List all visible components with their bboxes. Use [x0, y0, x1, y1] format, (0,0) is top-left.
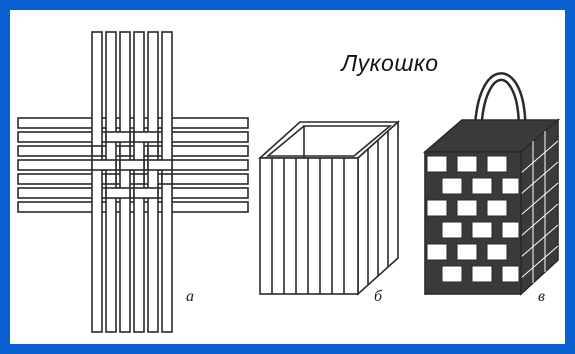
weave-over-cell — [92, 160, 116, 170]
stave-box-figure — [260, 122, 398, 294]
basket-caption: Лукошко — [320, 50, 460, 77]
horizontal-strip — [18, 132, 248, 142]
illustration-panel: Лукошко а б в — [10, 10, 565, 344]
basket-weaving-illustration — [10, 10, 565, 344]
weave-over-cell — [134, 188, 158, 198]
vertical-strip — [148, 32, 158, 332]
figure-label-a: а — [186, 288, 194, 306]
vertical-strip — [92, 32, 102, 332]
weave-over-cell — [134, 132, 158, 142]
figure-label-b: б — [374, 288, 382, 306]
weave-over-cell — [106, 132, 130, 142]
vertical-strip — [120, 32, 130, 332]
weave-over-cell — [106, 174, 116, 184]
weave-over-cell — [148, 160, 172, 170]
weave-over-cell — [92, 146, 102, 156]
weave-over-cell — [120, 160, 144, 170]
weave-over-cell — [148, 146, 158, 156]
horizontal-strip — [18, 146, 248, 156]
horizontal-strip — [18, 188, 248, 198]
figure-label-c: в — [538, 288, 545, 306]
horizontal-strip — [18, 174, 248, 184]
weave-over-cell — [134, 174, 144, 184]
horizontal-strip — [18, 202, 248, 212]
weave-over-cell — [120, 146, 130, 156]
woven-basket-figure — [425, 77, 558, 294]
horizontal-strip — [18, 118, 248, 128]
weave-over-cell — [162, 174, 172, 184]
woven-cross-figure — [18, 32, 248, 332]
weave-over-cell — [106, 188, 130, 198]
